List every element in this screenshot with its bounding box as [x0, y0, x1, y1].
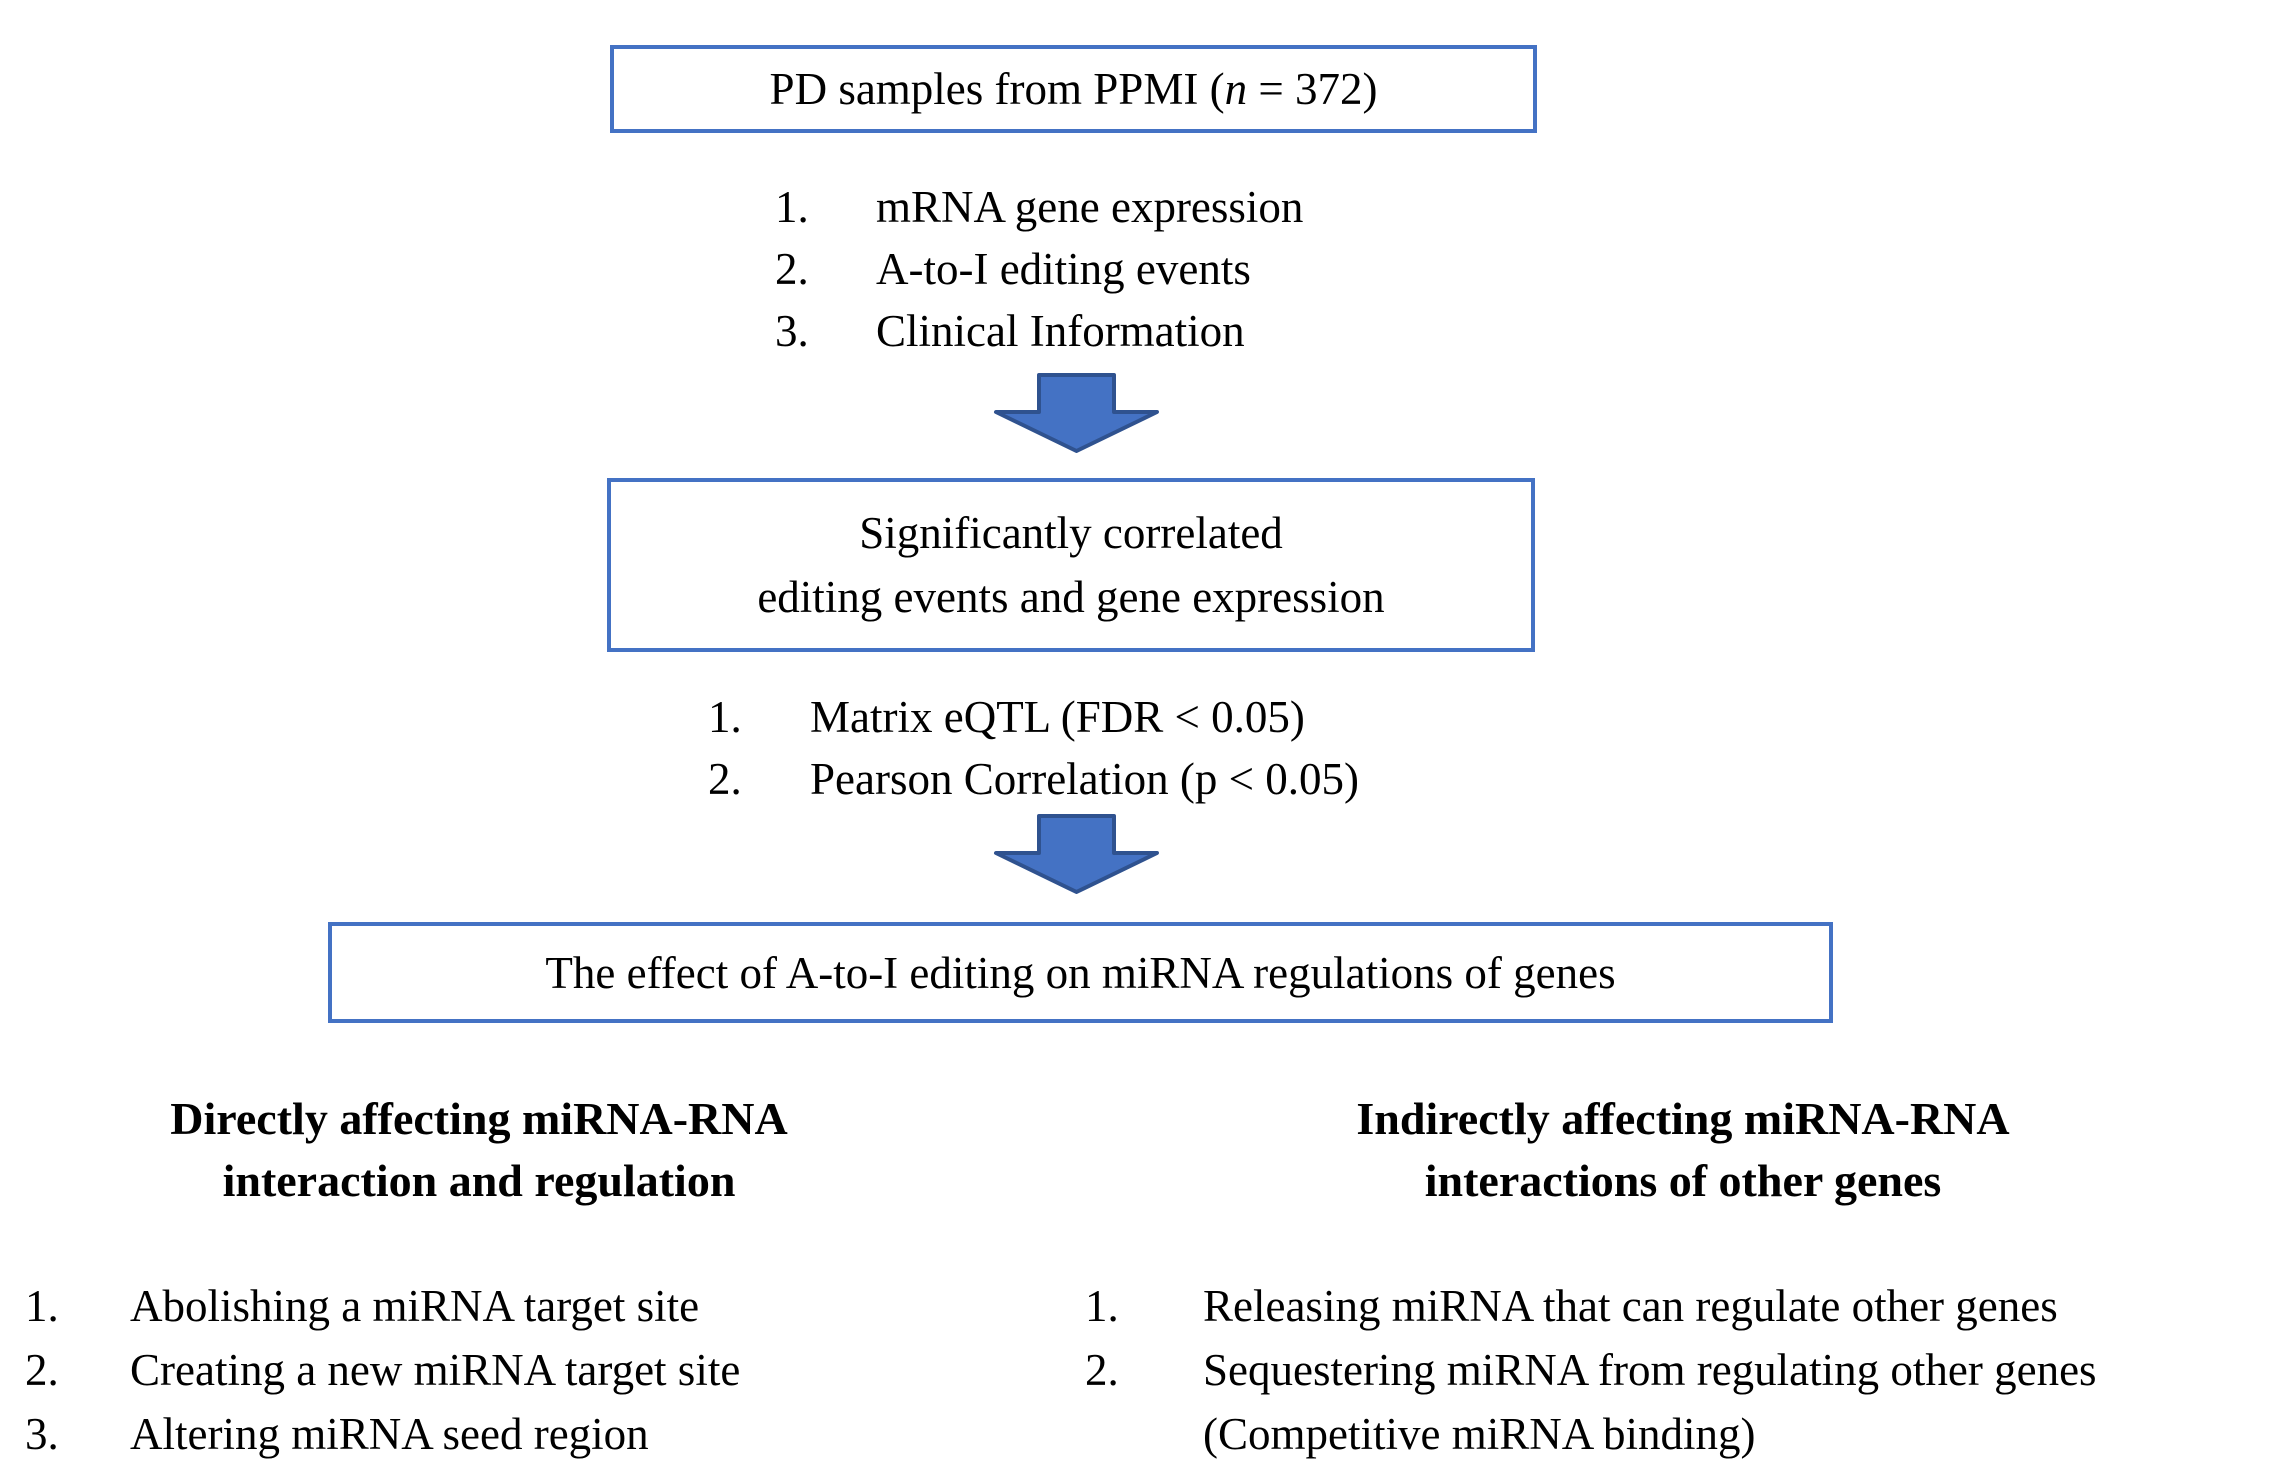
indirect-branch-heading: Indirectly affecting miRNA-RNA interacti…: [1303, 1088, 2063, 1212]
data-types-list: 1. mRNA gene expression 2. A-to-I editin…: [775, 176, 1303, 362]
list-item-text: Altering miRNA seed region: [130, 1409, 649, 1459]
list-item-number: 1.: [25, 1281, 59, 1331]
list-item-number: 2.: [775, 244, 809, 294]
methods-list: 1. Matrix eQTL (FDR < 0.05) 2. Pearson C…: [708, 686, 1359, 810]
list-item-number: 3.: [25, 1409, 59, 1459]
n-variable: n: [1224, 64, 1248, 114]
list-item-number: 3.: [775, 306, 809, 356]
down-arrow-icon: [994, 373, 1159, 453]
list-item: 2. A-to-I editing events: [775, 238, 1303, 300]
correlated-events-line1: Significantly correlated: [859, 508, 1283, 558]
list-item: 1. Abolishing a miRNA target site: [25, 1274, 740, 1338]
list-item-number: 2.: [25, 1345, 59, 1395]
list-item: 1. mRNA gene expression: [775, 176, 1303, 238]
pd-samples-text-prefix: PD samples from PPMI (: [769, 64, 1225, 114]
list-item: 1. Releasing miRNA that can regulate oth…: [1085, 1274, 2097, 1338]
direct-branch-heading-line2: interaction and regulation: [222, 1155, 736, 1206]
indirect-branch-heading-line1: Indirectly affecting miRNA-RNA: [1356, 1093, 2010, 1144]
down-arrow-icon: [994, 814, 1159, 894]
list-item-number: 2.: [1085, 1345, 1119, 1395]
list-item-number: 2.: [708, 754, 742, 804]
list-item-text: Sequestering miRNA from regulating other…: [1203, 1338, 2097, 1466]
list-item-text: A-to-I editing events: [876, 244, 1251, 294]
list-item-text: Matrix eQTL (FDR < 0.05): [810, 692, 1305, 742]
editing-effect-box: The effect of A-to-I editing on miRNA re…: [328, 922, 1833, 1023]
list-item: 3. Altering miRNA seed region: [25, 1402, 740, 1466]
list-item-text-line2: (Competitive miRNA binding): [1203, 1409, 1756, 1459]
editing-effect-text: The effect of A-to-I editing on miRNA re…: [545, 947, 1616, 998]
list-item: 2. Pearson Correlation (p < 0.05): [708, 748, 1359, 810]
direct-branch-list: 1. Abolishing a miRNA target site 2. Cre…: [25, 1274, 740, 1466]
direct-branch-heading-line1: Directly affecting miRNA-RNA: [170, 1093, 788, 1144]
list-item-text: Releasing miRNA that can regulate other …: [1203, 1281, 2058, 1331]
pd-samples-box-text: PD samples from PPMI (n = 372): [770, 57, 1378, 121]
list-item: 3. Clinical Information: [775, 300, 1303, 362]
list-item-text: mRNA gene expression: [876, 182, 1304, 232]
correlated-events-box: Significantly correlated editing events …: [607, 478, 1535, 652]
list-item-text-line1: Sequestering miRNA from regulating other…: [1203, 1345, 2097, 1395]
list-item-text: Clinical Information: [876, 306, 1245, 356]
indirect-branch-heading-line2: interactions of other genes: [1424, 1155, 1942, 1206]
direct-branch-heading: Directly affecting miRNA-RNA interaction…: [99, 1088, 859, 1212]
list-item: 2. Sequestering miRNA from regulating ot…: [1085, 1338, 2097, 1466]
pd-samples-box: PD samples from PPMI (n = 372): [610, 45, 1537, 133]
list-item: 2. Creating a new miRNA target site: [25, 1338, 740, 1402]
list-item: 1. Matrix eQTL (FDR < 0.05): [708, 686, 1359, 748]
list-item-number: 1.: [775, 182, 809, 232]
list-item-number: 1.: [708, 692, 742, 742]
correlated-events-line2: editing events and gene expression: [757, 572, 1385, 622]
list-item-text: Creating a new miRNA target site: [130, 1345, 741, 1395]
indirect-branch-list: 1. Releasing miRNA that can regulate oth…: [1085, 1274, 2097, 1466]
list-item-text: Abolishing a miRNA target site: [130, 1281, 700, 1331]
list-item-text: Pearson Correlation (p < 0.05): [810, 754, 1360, 804]
pd-samples-text-suffix: = 372): [1247, 64, 1378, 114]
list-item-number: 1.: [1085, 1281, 1119, 1331]
